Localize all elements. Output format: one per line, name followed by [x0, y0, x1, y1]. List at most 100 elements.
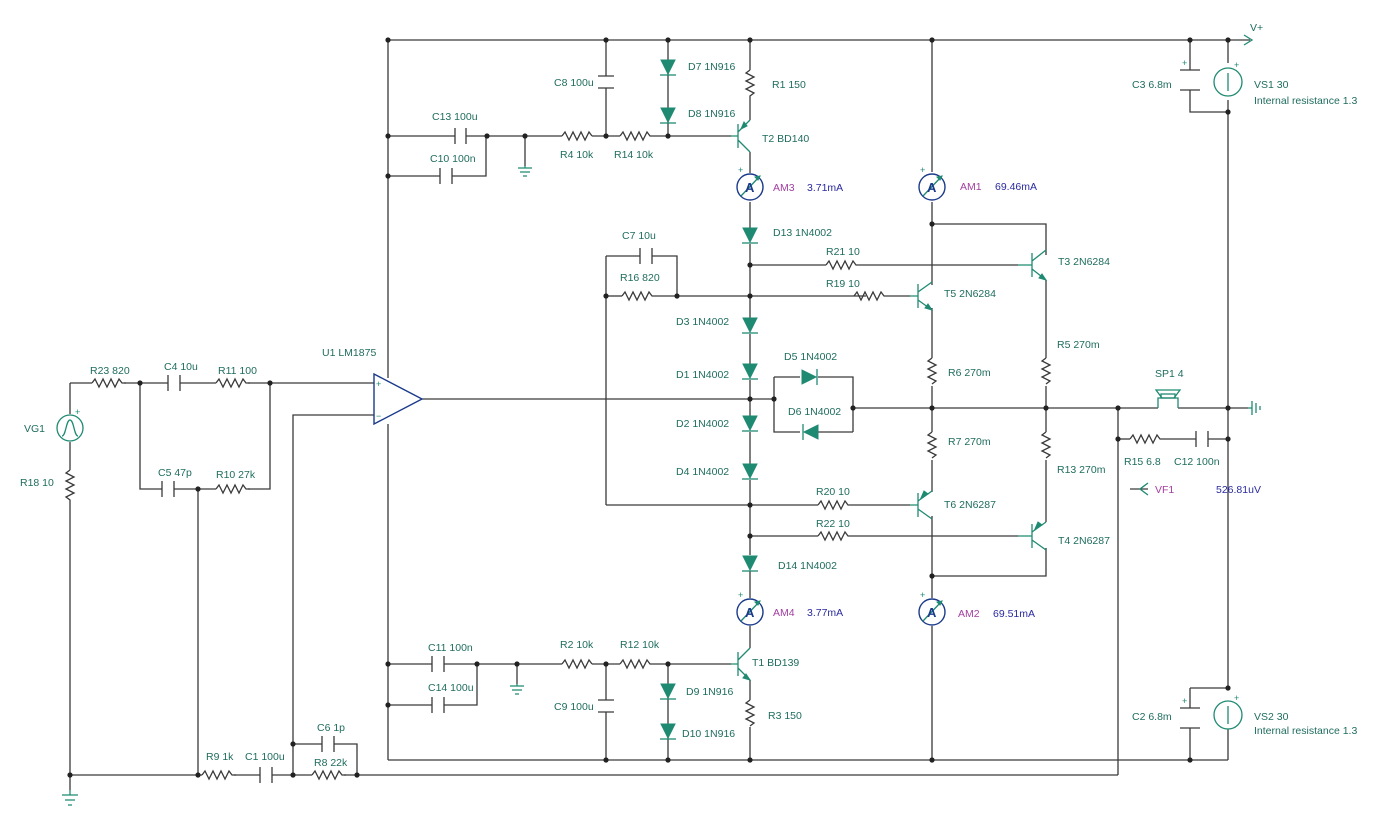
label-d3: D3 1N4002	[676, 316, 729, 328]
resistor-r14	[619, 130, 652, 142]
diode-d5	[801, 369, 818, 385]
wires	[69, 39, 1250, 790]
svg-text:A: A	[927, 605, 937, 620]
resistor-r20	[817, 499, 850, 511]
label-vf1: VF1	[1155, 484, 1174, 496]
resistor-r9	[201, 769, 236, 781]
label-vs1: VS1 30	[1254, 79, 1289, 91]
resistor-r19	[853, 290, 886, 302]
label-c7: C7 10u	[622, 230, 656, 242]
resistor-r18	[64, 469, 76, 502]
label-r9: R9 1k	[206, 751, 234, 763]
label-vs1-resistance: Internal resistance 1.3	[1254, 95, 1357, 107]
component-labels: U1 LM1875 VG1 R18 10 R23 820 C4 10u R11 …	[20, 22, 1357, 769]
label-r12: R12 10k	[620, 639, 660, 651]
resistor-r10	[215, 483, 250, 495]
resistor-r8	[311, 769, 346, 781]
label-r3: R3 150	[768, 710, 802, 722]
transistor-t1	[731, 647, 752, 681]
label-r14: R14 10k	[614, 149, 654, 161]
label-am1: AM1	[960, 181, 982, 193]
voltage-source-vs2: +	[1213, 693, 1243, 730]
resistor-r3	[744, 699, 756, 727]
diode-d14	[742, 555, 758, 572]
reading-am3: 3.71mA	[807, 182, 843, 194]
label-r8: R8 22k	[314, 757, 348, 769]
label-d1: D1 1N4002	[676, 369, 729, 381]
diode-d13	[742, 227, 758, 244]
ammeter-am4: A +	[736, 590, 764, 626]
diodes	[660, 59, 819, 740]
resistor-r5	[1040, 357, 1052, 385]
label-vs2: VS2 30	[1254, 711, 1289, 723]
capacitor-c10	[439, 168, 453, 184]
transistors	[731, 119, 1048, 681]
reading-am2: 69.51mA	[993, 608, 1035, 620]
label-c13: C13 100u	[432, 111, 478, 123]
label-r23: R23 820	[90, 365, 130, 377]
transistor-t2	[731, 119, 751, 153]
label-t3: T3 2N6284	[1058, 256, 1110, 268]
label-c11: C11 100n	[428, 642, 473, 654]
resistor-r15	[1129, 433, 1162, 445]
reading-am1: 69.46mA	[995, 181, 1037, 193]
capacitor-c4	[167, 375, 181, 391]
resistor-r22	[817, 530, 850, 542]
label-d8: D8 1N916	[688, 108, 735, 120]
label-r11: R11 100	[218, 365, 257, 377]
ammeter-am2: A +	[918, 590, 946, 626]
label-am3: AM3	[773, 182, 795, 194]
label-vs2-resistance: Internal resistance 1.3	[1254, 725, 1357, 737]
label-r10: R10 27k	[216, 469, 256, 481]
label-r19: R19 10	[826, 278, 860, 290]
transistor-t4	[1018, 521, 1047, 551]
capacitor-c11	[431, 656, 445, 672]
label-am2: AM2	[958, 608, 980, 620]
label-r4: R4 10k	[560, 149, 594, 161]
capacitor-c14	[431, 697, 445, 713]
ammeter-am1: A +	[918, 165, 946, 201]
capacitor-c7	[639, 248, 653, 264]
label-r18: R18 10	[20, 477, 54, 489]
diode-d9	[660, 683, 676, 700]
resistor-r1	[744, 69, 756, 98]
label-t4: T4 2N6287	[1058, 535, 1110, 547]
diode-d3	[742, 317, 758, 334]
resistor-r12	[619, 658, 652, 670]
label-d2: D2 1N4002	[676, 418, 729, 430]
label-d7: D7 1N916	[688, 61, 735, 73]
diode-d1	[742, 363, 758, 380]
capacitor-c12	[1195, 431, 1209, 447]
svg-text:+: +	[738, 590, 743, 600]
label-r20: R20 10	[816, 486, 850, 498]
label-r16: R16 820	[620, 272, 660, 284]
resistor-r2	[561, 658, 593, 670]
voltmeter-vf1	[1138, 482, 1149, 496]
resistor-r13	[1040, 431, 1052, 459]
label-c2: C2 6.8m	[1132, 711, 1172, 723]
capacitor-c2	[1180, 707, 1200, 729]
transistor-t3	[1018, 249, 1048, 281]
svg-text:+: +	[1234, 693, 1239, 703]
resistor-r7	[926, 431, 938, 459]
label-t2: T2 BD140	[762, 133, 809, 145]
svg-text:+: +	[75, 407, 80, 417]
capacitor-c6	[321, 736, 335, 752]
label-c8: C8 100u	[554, 77, 594, 89]
resistor-r6	[926, 357, 938, 385]
svg-text:+: +	[376, 379, 381, 389]
label-sp1: SP1 4	[1155, 368, 1184, 380]
diode-d7	[660, 59, 676, 76]
capacitors: + +	[161, 58, 1209, 783]
label-u1: U1 LM1875	[322, 347, 376, 359]
svg-text:+: +	[1182, 696, 1187, 706]
label-c12: C12 100n	[1174, 456, 1220, 468]
opamp-u1: + −	[373, 372, 424, 426]
label-c1: C1 100u	[245, 751, 285, 763]
resistor-r11	[215, 377, 250, 389]
ground-symbol	[510, 684, 524, 695]
resistor-r4	[561, 130, 593, 142]
svg-text:+: +	[1234, 60, 1239, 70]
svg-text:+: +	[920, 590, 925, 600]
